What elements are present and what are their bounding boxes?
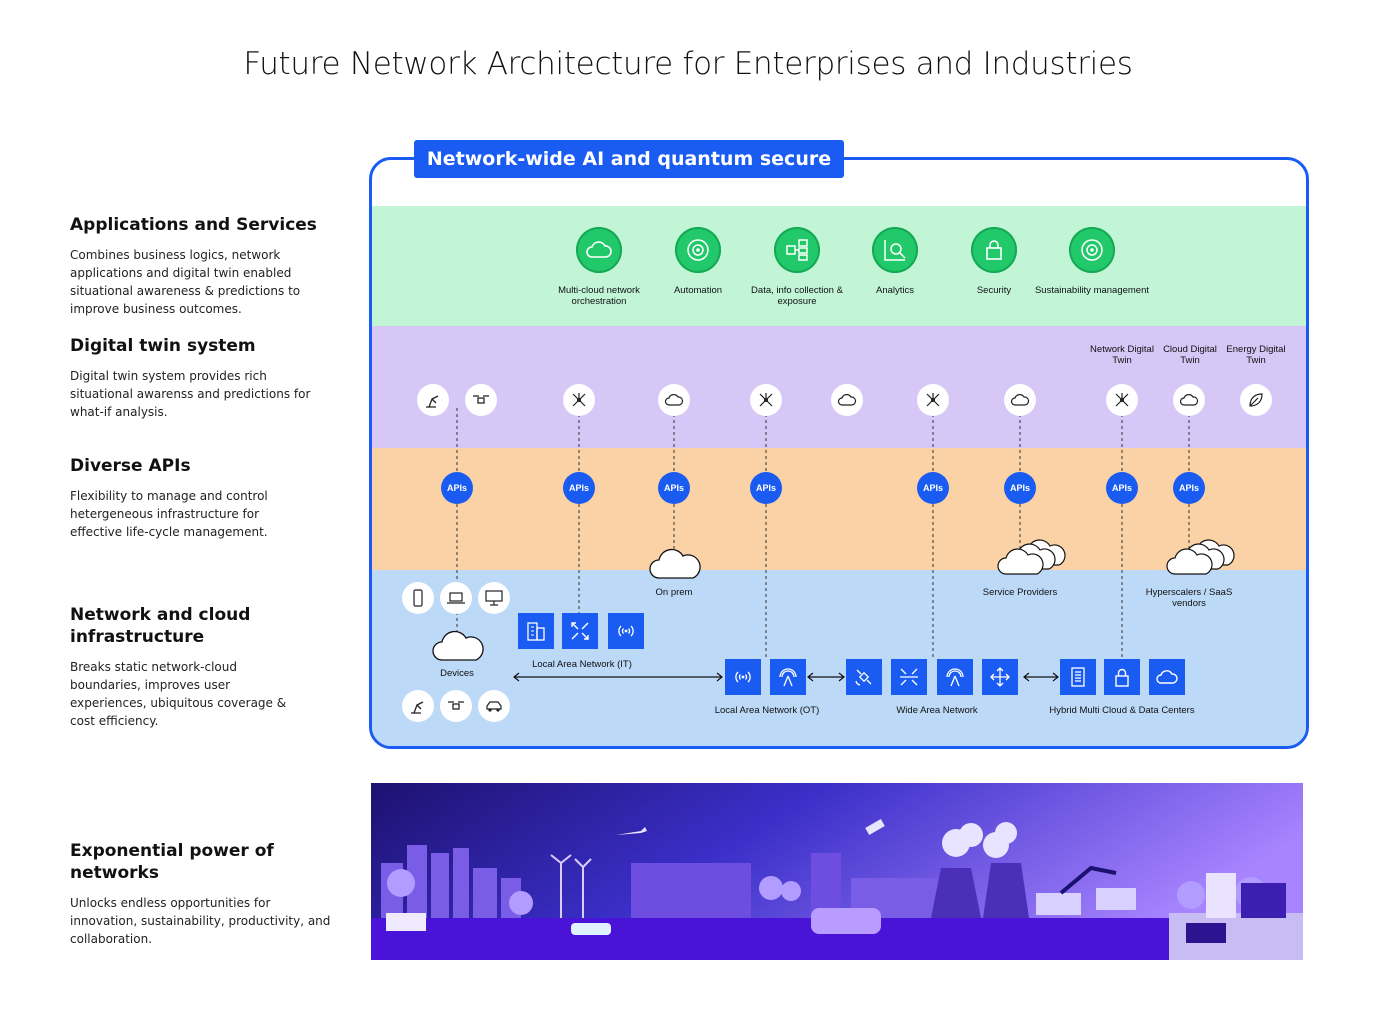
network-digital-twin-icon[interactable] (1106, 384, 1138, 416)
cloud-icon[interactable] (1149, 659, 1185, 695)
lock-icon[interactable] (1104, 659, 1140, 695)
layer-title: Digital twin system (70, 336, 256, 356)
app-sustainability[interactable]: Sustainability management (1032, 227, 1152, 296)
router-arrows-icon[interactable] (982, 659, 1018, 695)
layer-title: Exponential power of networks (70, 841, 274, 883)
building-icon[interactable] (518, 613, 554, 649)
phone-icon[interactable] (402, 582, 434, 614)
api-badge[interactable]: APIs (1004, 472, 1036, 504)
api-badge[interactable]: APIs (563, 472, 595, 504)
on-prem-label: On prem (655, 587, 693, 598)
wireless-icon[interactable] (725, 659, 761, 695)
antenna-icon[interactable] (937, 659, 973, 695)
api-badge[interactable]: APIs (1106, 472, 1138, 504)
cloud-icon[interactable] (831, 384, 863, 416)
layer-digital-twin: Digital twin system Digital twin system … (70, 335, 350, 421)
monitor-icon[interactable] (478, 582, 510, 614)
service-providers-cloud-icon (997, 539, 1066, 575)
laptop-icon[interactable] (440, 582, 472, 614)
layer-apis: Diverse APIs Flexibility to manage and c… (70, 455, 350, 541)
wireless-icon[interactable] (608, 613, 644, 649)
page-title: Future Network Architecture for Enterpri… (243, 46, 1133, 82)
architecture-frame: Multi-cloud network orchestration Automa… (369, 157, 1309, 749)
api-badge[interactable]: APIs (750, 472, 782, 504)
lan-ot-label: Local Area Network (OT) (714, 705, 820, 716)
api-badge[interactable]: APIs (1173, 472, 1205, 504)
network-node-icon[interactable] (563, 384, 595, 416)
drone-icon[interactable] (440, 690, 472, 722)
analytics-icon (872, 227, 918, 273)
layer-description: Unlocks endless opportunities for innova… (70, 896, 331, 946)
lock-icon (971, 227, 1017, 273)
hybrid-cloud-label: Hybrid Multi Cloud & Data Centers (1049, 705, 1195, 716)
drone-icon[interactable] (465, 384, 497, 416)
hyperscalers-cloud-icon (1166, 539, 1235, 575)
app-multi-cloud[interactable]: Multi-cloud network orchestration (539, 227, 659, 307)
app-analytics[interactable]: Analytics (835, 227, 955, 296)
layer-applications: Applications and Services Combines busin… (70, 214, 350, 318)
apis-band (372, 448, 1306, 570)
cloud-digital-twin-label: Cloud Digital Twin (1163, 344, 1217, 366)
api-badge[interactable]: APIs (441, 472, 473, 504)
network-digital-twin-label: Network Digital Twin (1090, 344, 1154, 366)
layer-description: Flexibility to manage and control heterg… (70, 489, 268, 539)
satellite-icon[interactable] (846, 659, 882, 695)
on-prem-cloud-icon (649, 548, 701, 579)
layer-title: Applications and Services (70, 215, 317, 235)
app-label: Automation (673, 285, 723, 296)
applications-band (372, 206, 1306, 326)
leaf-icon[interactable] (1240, 384, 1272, 416)
hyperscalers-label: Hyperscalers / SaaS vendors (1145, 587, 1233, 609)
app-security[interactable]: Security (934, 227, 1054, 296)
wan-label: Wide Area Network (896, 705, 978, 716)
server-icon[interactable] (1060, 659, 1096, 695)
automation-gear-icon (675, 227, 721, 273)
switch-icon[interactable] (562, 613, 598, 649)
layer-description: Breaks static network-cloud boundaries, … (70, 660, 287, 728)
app-label: Multi-cloud network orchestration (558, 285, 640, 307)
layer-description: Combines business logics, network applic… (70, 248, 301, 316)
infrastructure-band (372, 570, 1306, 746)
network-node-icon[interactable] (917, 384, 949, 416)
layer-exponential: Exponential power of networks Unlocks en… (70, 840, 350, 948)
network-node-icon[interactable] (750, 384, 782, 416)
layer-title: Diverse APIs (70, 456, 191, 476)
robot-arm-icon[interactable] (402, 690, 434, 722)
app-data-collection[interactable]: Data, info collection & exposure (737, 227, 857, 307)
layer-infrastructure: Network and cloud infrastructure Breaks … (70, 604, 286, 730)
api-badge[interactable]: APIs (917, 472, 949, 504)
layer-title: Network and cloud infrastructure (70, 605, 251, 647)
app-label: Security (976, 285, 1012, 296)
compress-arrows-icon[interactable] (891, 659, 927, 695)
cloud-icon (576, 227, 622, 273)
app-label: Data, info collection & exposure (751, 285, 843, 307)
app-label: Analytics (875, 285, 914, 296)
lan-it-label: Local Area Network (IT) (532, 659, 632, 670)
antenna-icon[interactable] (770, 659, 806, 695)
cloud-digital-twin-icon[interactable] (1173, 384, 1205, 416)
robot-arm-icon[interactable] (417, 384, 449, 416)
sustainability-gear-icon (1069, 227, 1115, 273)
database-icon (774, 227, 820, 273)
exponential-power-illustration (371, 783, 1303, 960)
cloud-icon[interactable] (658, 384, 690, 416)
layer-description: Digital twin system provides rich situat… (70, 369, 311, 419)
app-automation[interactable]: Automation (638, 227, 758, 296)
devices-cloud-icon (432, 630, 484, 661)
car-icon[interactable] (478, 690, 510, 722)
energy-digital-twin-label: Energy Digital Twin (1226, 344, 1286, 366)
service-providers-label: Service Providers (982, 587, 1058, 598)
cloud-icon[interactable] (1004, 384, 1036, 416)
devices-label: Devices (440, 668, 474, 679)
api-badge[interactable]: APIs (658, 472, 690, 504)
network-wide-ai-tab: Network-wide AI and quantum secure (414, 140, 844, 178)
app-label: Sustainability management (1034, 285, 1150, 296)
